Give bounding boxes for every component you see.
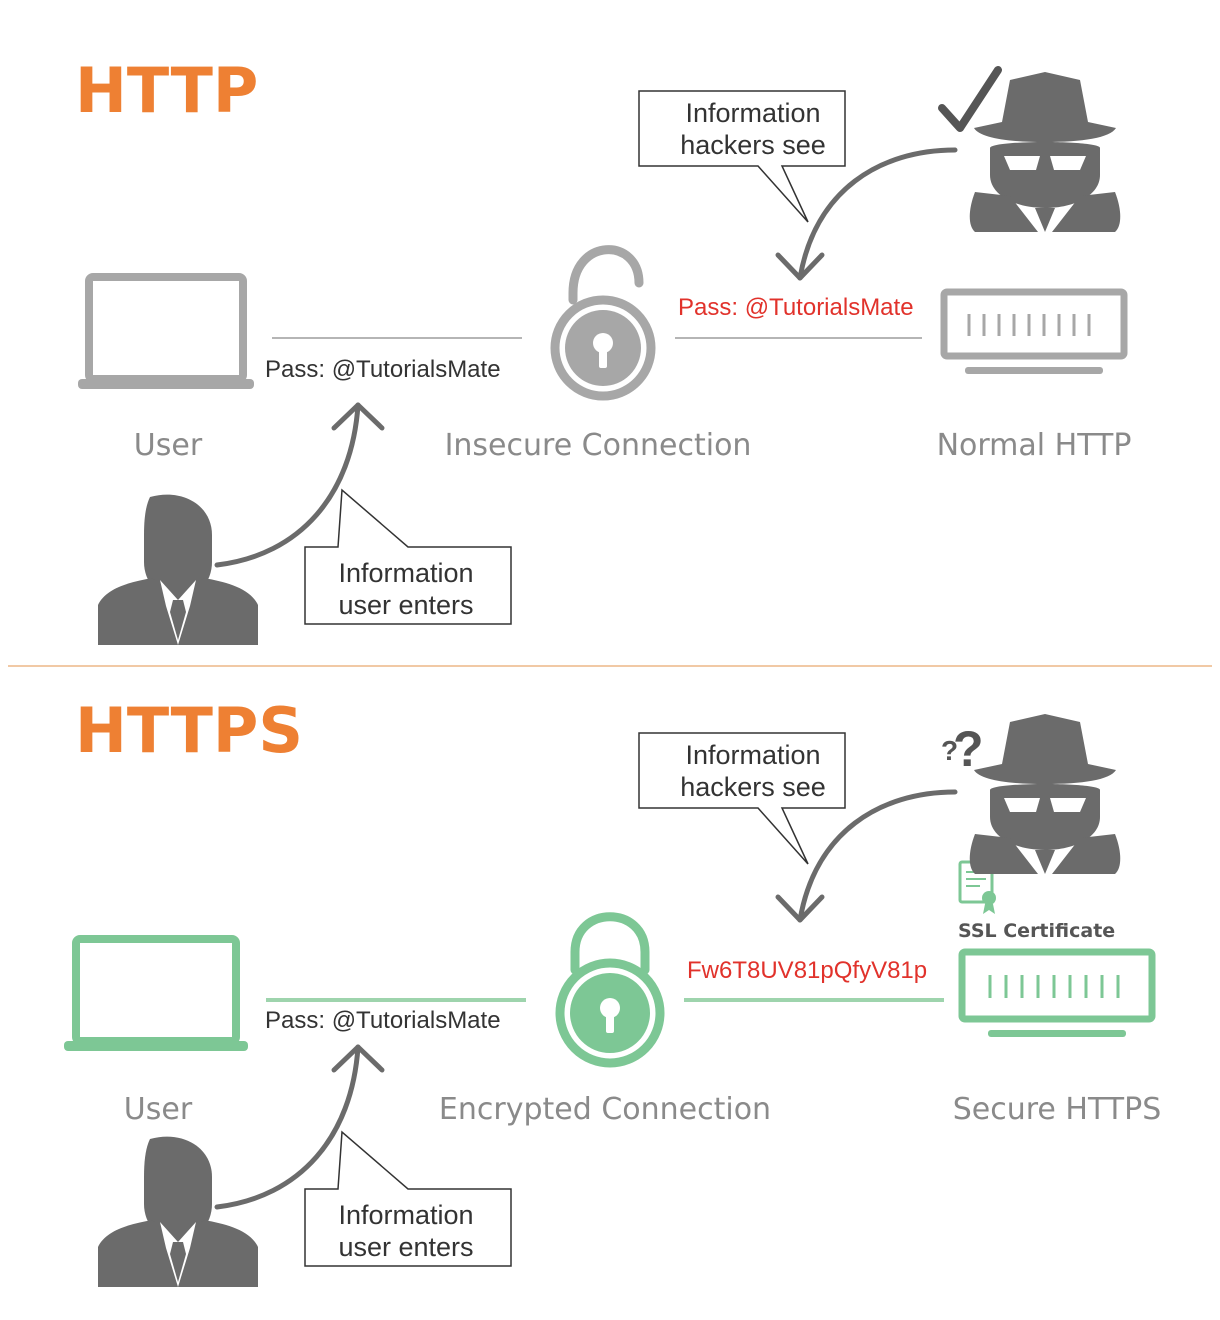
laptop-icon: [64, 935, 248, 1051]
arrowhead: [331, 1044, 385, 1073]
server-label: Secure HTTPS: [953, 1092, 1162, 1127]
laptop-icon: [78, 273, 254, 389]
unlocked-padlock-icon: [550, 245, 656, 401]
arrowhead: [775, 894, 825, 923]
svg-text:?: ?: [941, 735, 958, 766]
user-arrow: [214, 1044, 361, 1210]
hacker-icon: [969, 714, 1121, 874]
server-icon: [940, 288, 1128, 374]
svg-text:Information: Information: [338, 558, 473, 588]
hacker-arrow: [797, 789, 958, 923]
arrowhead: [775, 252, 825, 281]
user-person-icon: [98, 494, 258, 645]
connection-label: Insecure Connection: [445, 428, 752, 463]
hacker-view-text: Pass: @TutorialsMate: [678, 294, 914, 321]
encrypted-data-text: Fw6T8UV81pQfyV81p: [687, 957, 927, 984]
user-person-icon: [98, 1136, 258, 1287]
user-enters-callout: Information user enters: [304, 488, 512, 625]
locked-padlock-icon: [555, 912, 665, 1068]
connection-label: Encrypted Connection: [439, 1092, 771, 1127]
svg-text:Information: Information: [338, 1200, 473, 1230]
hackers-see-callout: Information hackers see: [638, 90, 846, 223]
svg-text:Information: Information: [685, 98, 820, 128]
hacker-arrow: [797, 147, 958, 281]
http-title: HTTP: [75, 54, 258, 127]
server-label: Normal HTTP: [937, 428, 1132, 463]
svg-text:user enters: user enters: [338, 590, 473, 620]
user-label: User: [124, 1092, 193, 1127]
user-arrow: [214, 402, 361, 568]
server-icon: [958, 948, 1156, 1037]
svg-text:hackers see: hackers see: [680, 772, 826, 802]
svg-text:Information: Information: [685, 740, 820, 770]
https-title: HTTPS: [75, 694, 303, 767]
checkmark-icon: [938, 66, 1002, 132]
user-pass-text: Pass: @TutorialsMate: [265, 356, 501, 383]
question-marks-icon: ? ?: [941, 721, 984, 777]
svg-text:?: ?: [953, 721, 984, 777]
user-label: User: [134, 428, 203, 463]
ssl-certificate-label: SSL Certificate: [958, 920, 1115, 942]
user-pass-text: Pass: @TutorialsMate: [265, 1007, 501, 1034]
arrowhead: [331, 402, 385, 431]
svg-text:user enters: user enters: [338, 1232, 473, 1262]
svg-text:hackers see: hackers see: [680, 130, 826, 160]
hacker-icon: [969, 72, 1121, 232]
user-enters-callout: Information user enters: [304, 1130, 512, 1267]
hackers-see-callout: Information hackers see: [638, 732, 846, 865]
